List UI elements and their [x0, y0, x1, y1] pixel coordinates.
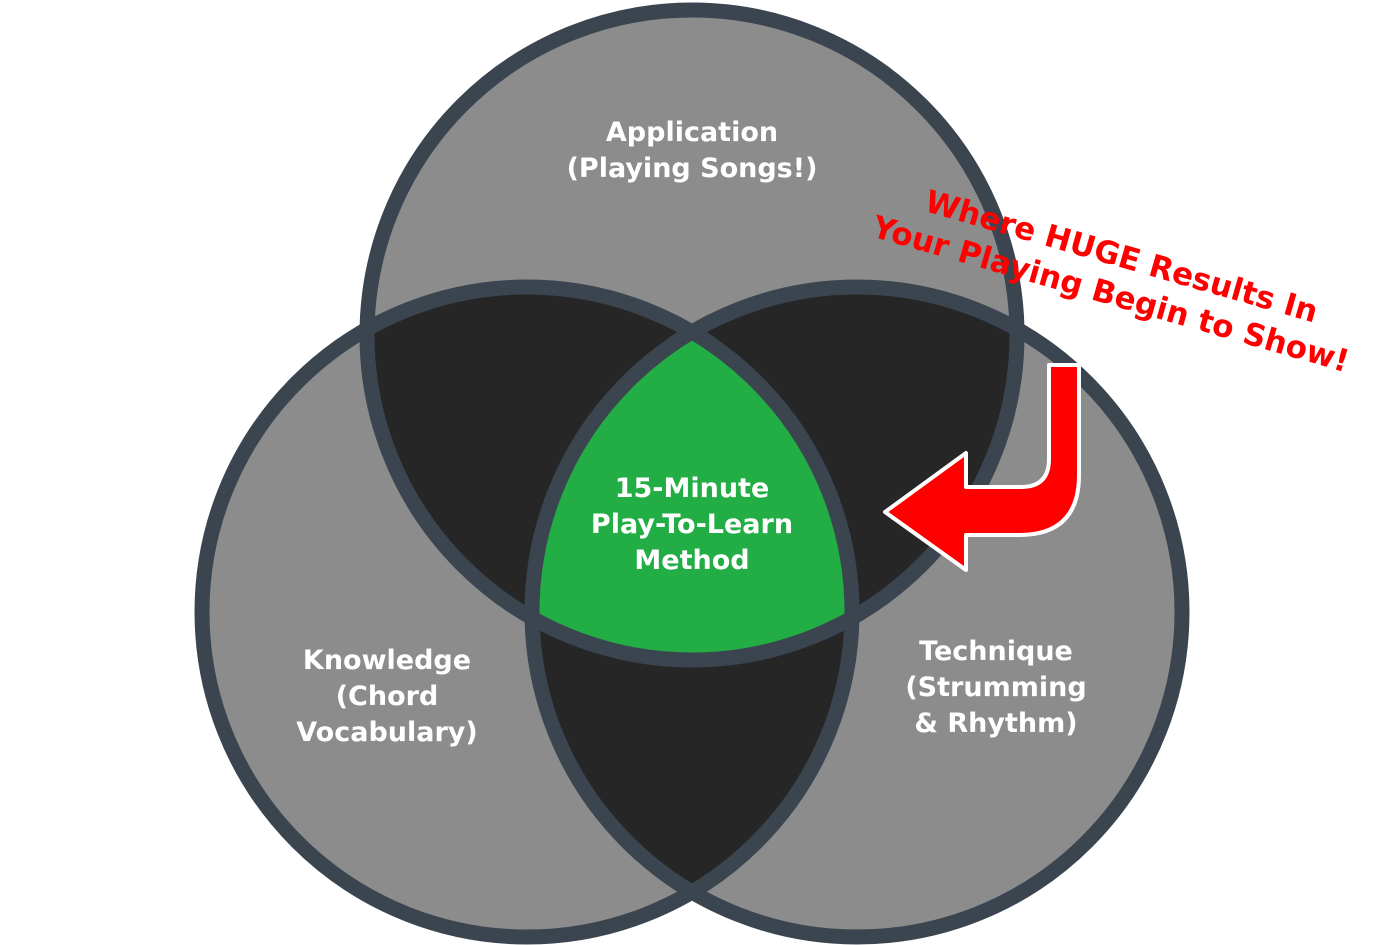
- technique-label-line3: & Rhythm): [914, 708, 1077, 739]
- knowledge-label-line1: Knowledge: [303, 645, 471, 676]
- application-label-line1: Application: [606, 117, 778, 148]
- application-label-line2: (Playing Songs!): [567, 153, 818, 184]
- knowledge-label-line3: Vocabulary): [296, 717, 477, 748]
- center-label-line3: Method: [634, 545, 749, 576]
- callout-arrow-icon: [883, 363, 1081, 572]
- center-label-line1: 15-Minute: [615, 473, 770, 504]
- center-region: [532, 287, 852, 660]
- outline-knowledge: [194, 279, 860, 945]
- technique-label-line1: Technique: [919, 636, 1073, 667]
- knowledge-label-line2: (Chord: [336, 681, 439, 712]
- technique-label-line2: (Strumming: [905, 672, 1086, 703]
- center-label-line2: Play-To-Learn: [591, 509, 793, 540]
- outline-technique: [524, 279, 1190, 945]
